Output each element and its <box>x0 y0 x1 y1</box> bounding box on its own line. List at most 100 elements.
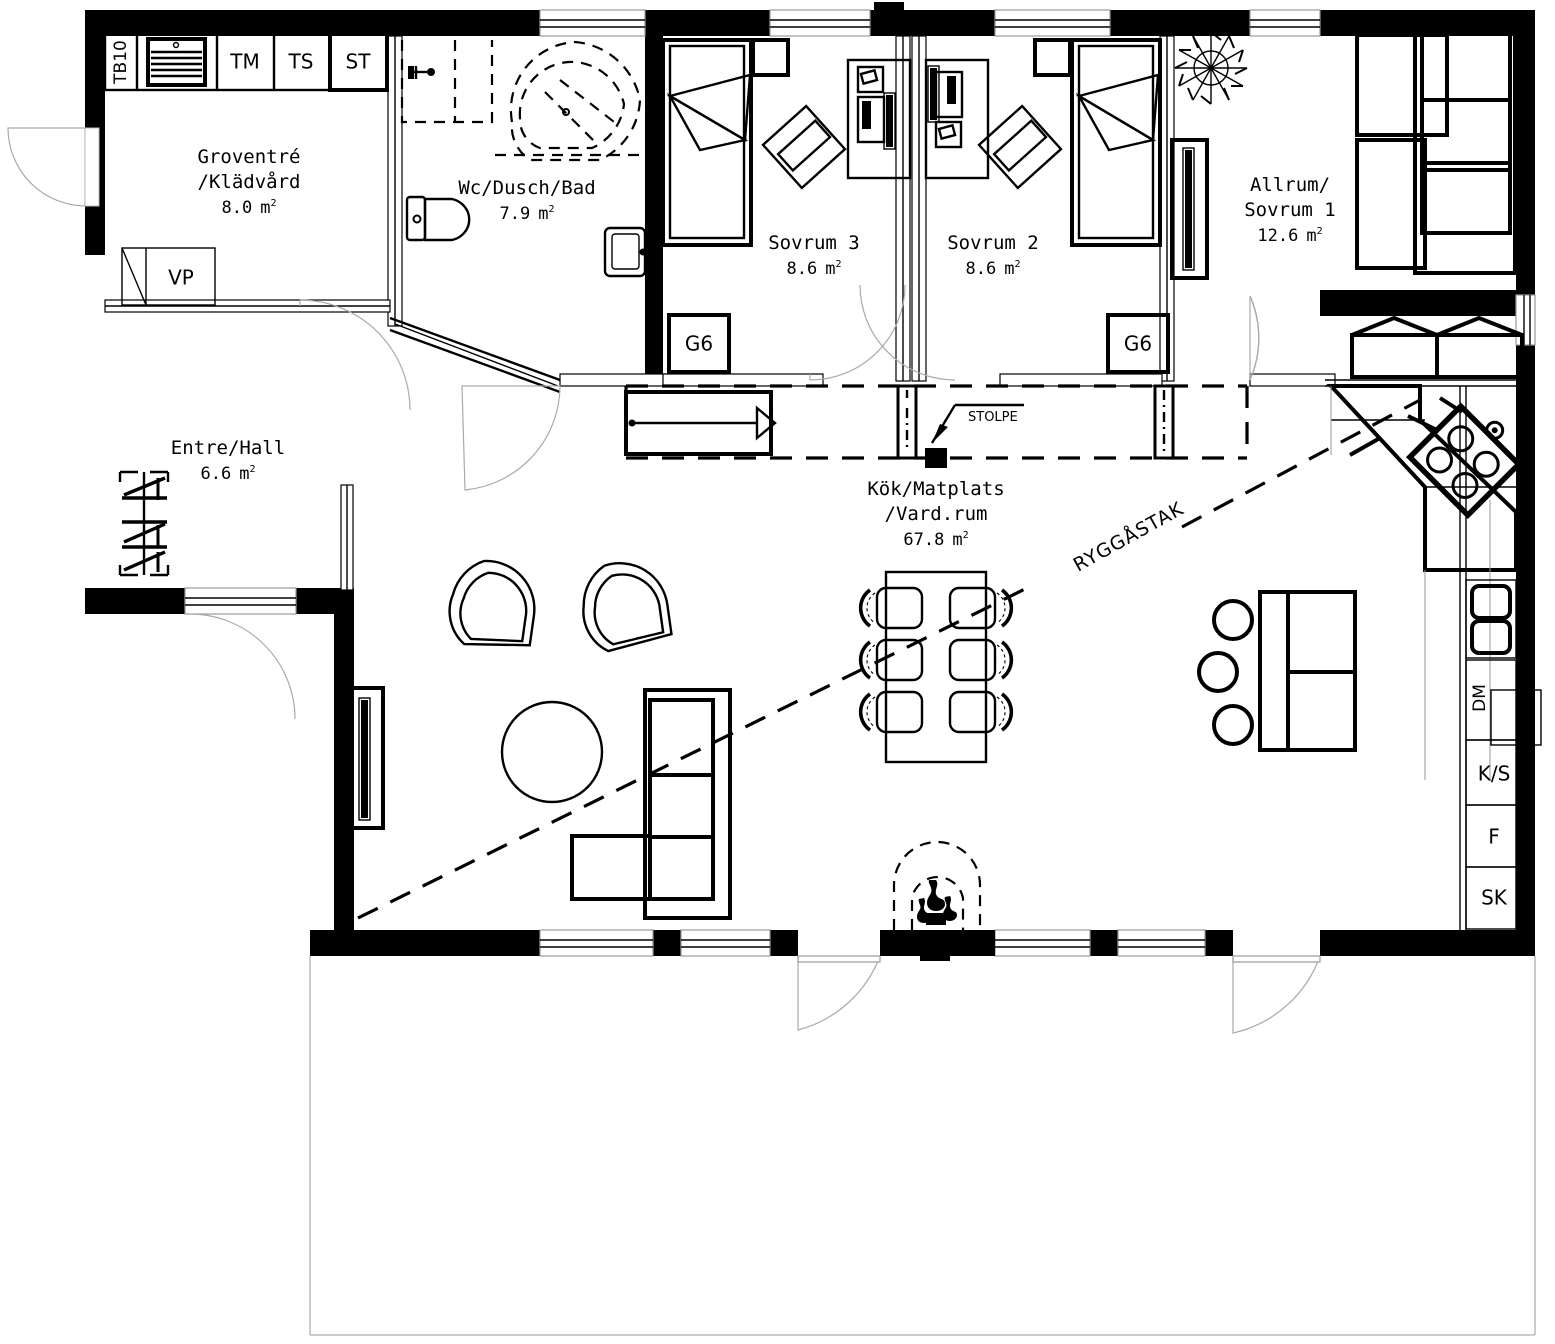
window-north-1 <box>539 9 646 37</box>
armchair-1 <box>448 559 536 647</box>
window-east-1 <box>1515 294 1536 346</box>
fireplace-icon <box>880 840 995 961</box>
doors <box>7 127 1321 1034</box>
groventre-door <box>299 299 411 411</box>
interior-walls <box>104 35 1336 591</box>
annotation-stolpe: STOLPE <box>968 410 1018 425</box>
sofa-allrum <box>1355 23 1517 275</box>
sovrum-3-door <box>809 284 906 381</box>
window-south-4 <box>1117 929 1206 957</box>
box-label-g6-right: G6 <box>1124 332 1152 356</box>
kitchen-island-icon <box>1197 590 1357 752</box>
room-name-line2: /Klädvård <box>198 170 301 193</box>
windows <box>184 9 1536 957</box>
stolpe-post <box>925 448 947 468</box>
room-name-line2: /Vard.rum <box>885 503 988 525</box>
wardrobe-allrum <box>1170 138 1209 280</box>
bathroom-fixtures <box>400 40 647 278</box>
armchair-2 <box>582 562 673 653</box>
window-north-2 <box>769 9 871 37</box>
shower-icon <box>400 40 494 124</box>
sovrum-3-furniture: G6 <box>661 38 912 374</box>
cooktop-icon <box>1326 384 1523 572</box>
wall-cabinets-icon <box>1350 315 1524 379</box>
room-name-line1: Sovrum 2 <box>947 232 1039 254</box>
box-label-ks: K/S <box>1478 762 1511 786</box>
wardrobe-sovrum-2 <box>924 58 990 180</box>
nightstand-sovrum-3 <box>751 38 790 77</box>
chair-sovrum-2 <box>977 104 1063 190</box>
box-label-st: ST <box>346 50 372 74</box>
allrum-door <box>1249 295 1260 381</box>
sideboard-icon <box>624 390 777 456</box>
allrum-furniture <box>1170 23 1517 280</box>
toilet-icon <box>405 195 471 242</box>
sectional-sofa-icon <box>570 688 732 920</box>
front-door <box>7 127 100 207</box>
washbasin-icon <box>603 226 647 278</box>
entre-hall-door <box>189 613 296 720</box>
utility-box-row: TB10 TM TS ST <box>103 31 389 92</box>
room-name-line1: Wc/Dusch/Bad <box>458 177 595 199</box>
tall-cabinet-icon <box>346 686 385 830</box>
dining-chairs <box>858 586 1014 734</box>
box-label-ts: TS <box>288 50 314 74</box>
bed-sovrum-3 <box>661 38 753 247</box>
window-west-1 <box>184 587 297 615</box>
terrace-door-left <box>797 955 881 1031</box>
sovrum-2-furniture: G6 <box>924 38 1170 374</box>
exterior-walls <box>85 2 1535 956</box>
box-label-tb10: TB10 <box>111 40 131 85</box>
room-name-line1: Kök/Matplats <box>867 478 1004 500</box>
window-south-1 <box>539 929 654 957</box>
g6-box-left <box>667 313 731 374</box>
window-north-4 <box>1249 9 1321 37</box>
box-label-dm: DM <box>1470 684 1490 712</box>
wardrobe-sovrum-3 <box>846 58 912 180</box>
terrace-door-right <box>1232 955 1321 1034</box>
dining-table-icon <box>858 570 1014 764</box>
room-name-line2: Sovrum 1 <box>1244 199 1336 221</box>
annotation-ryggastak: RYGGÅSTAK <box>1069 497 1187 577</box>
ceiling-fan-icon <box>1174 31 1248 105</box>
window-north-3 <box>994 9 1111 37</box>
wc-door <box>461 385 561 491</box>
room-name-line1: Sovrum 3 <box>768 232 860 254</box>
structure-dashed <box>357 384 1421 920</box>
vp-box: VP <box>121 247 216 306</box>
chair-sovrum-3 <box>761 104 847 190</box>
room-name-line1: Entre/Hall <box>171 437 285 459</box>
bathtub-icon <box>495 40 642 162</box>
sovrum-2-door <box>859 284 956 381</box>
box-label-vp: VP <box>168 266 194 290</box>
box-label-tm: TM <box>229 50 259 74</box>
box-label-f: F <box>1488 825 1500 849</box>
bed-sovrum-2 <box>1070 38 1162 247</box>
window-south-3 <box>994 929 1091 957</box>
room-name-line1: Groventré <box>198 146 301 168</box>
nightstand-sovrum-2 <box>1033 38 1072 77</box>
room-name-line1: Allrum/ <box>1250 174 1330 196</box>
terrace-outline <box>309 956 1536 1336</box>
double-sink-icon <box>1465 579 1517 659</box>
box-label-sk: SK <box>1481 886 1508 910</box>
electrical-panel-icon <box>146 37 207 87</box>
appliance-stack: DM K/S F SK <box>1465 659 1542 930</box>
kitchen: DM K/S F SK <box>1197 315 1542 930</box>
